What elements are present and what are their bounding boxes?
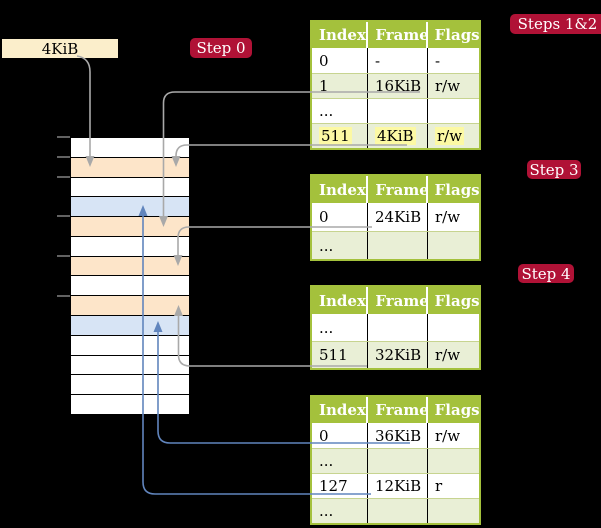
column-header-index: Index	[319, 26, 366, 44]
cell-index: 0	[319, 208, 329, 226]
memory-row	[71, 196, 189, 217]
cell-index: ...	[319, 452, 334, 470]
badge-step-4-label: Step 4	[521, 264, 571, 283]
column-header-frame: Frame	[366, 176, 426, 203]
memory-row	[71, 255, 189, 276]
cell-flags: r/w	[427, 423, 479, 448]
cell-frame	[367, 314, 427, 341]
table-row: ...	[312, 231, 479, 259]
badge-step-0-label: Step 0	[196, 39, 246, 57]
column-header-flags: Flags	[425, 287, 479, 314]
cell-index: 0	[319, 51, 329, 70]
cell-frame	[367, 499, 427, 523]
memory-row	[71, 216, 189, 236]
badge-step-0: Step 0	[190, 38, 252, 58]
cell-frame: 36KiB	[367, 423, 427, 448]
memory-tick-marks	[57, 136, 70, 297]
column-header-frame: Frame	[366, 397, 426, 423]
highlight: 4KiB	[375, 127, 416, 145]
page-table-2: Index Frame Flags 0 24KiB r/w ...	[310, 174, 481, 261]
root-table-pointer-label: 4KiB	[41, 39, 79, 58]
memory-row	[71, 295, 189, 316]
highlight: r/w	[435, 127, 465, 145]
root-table-pointer-box: 4KiB	[1, 38, 119, 59]
table-row-recursive-entry: 511 4KiB r/w	[312, 123, 479, 148]
cell-index: 511	[319, 346, 348, 364]
cell-flags: r/w	[427, 74, 479, 98]
table-header-row: Index Frame Flags	[312, 176, 479, 203]
table-row: 127 12KiB r	[312, 473, 479, 498]
cell-flags	[427, 232, 479, 259]
table-row: ...	[312, 498, 479, 523]
column-header-flags: Flags	[425, 22, 479, 48]
table-row: ...	[312, 448, 479, 473]
cell-flags: -	[427, 48, 479, 73]
table-header-row: Index Frame Flags	[312, 287, 479, 314]
memory-row	[71, 354, 189, 375]
cell-flags	[427, 449, 479, 473]
column-header-frame: Frame	[366, 22, 426, 48]
column-header-index: Index	[319, 401, 366, 419]
table-row: 1 16KiB r/w	[312, 73, 479, 98]
cell-flags: r/w	[427, 342, 479, 368]
column-header-flags: Flags	[425, 176, 479, 203]
table-row: 0 - -	[312, 48, 479, 73]
table-row: 0 36KiB r/w	[312, 423, 479, 448]
memory-row	[71, 374, 189, 395]
memory-row	[71, 235, 189, 256]
memory-row	[71, 334, 189, 355]
table-row: 0 24KiB r/w	[312, 203, 479, 231]
cell-index: 511	[312, 124, 367, 148]
cell-flags	[427, 314, 479, 341]
column-header-flags: Flags	[425, 397, 479, 423]
cell-frame	[367, 99, 427, 123]
physical-memory-stack	[70, 137, 190, 415]
memory-row	[71, 315, 189, 335]
cell-index: 127	[319, 477, 348, 495]
memory-row	[71, 394, 189, 414]
cell-index: 1	[319, 77, 329, 95]
page-table-1: Index Frame Flags 0 - - 1 16KiB r/w ... …	[310, 20, 481, 150]
column-header-frame: Frame	[366, 287, 426, 314]
cell-flags: r	[427, 474, 479, 498]
table-row: 511 32KiB r/w	[312, 341, 479, 368]
cell-frame	[367, 449, 427, 473]
cell-index: ...	[319, 318, 334, 337]
cell-flags: r/w	[427, 203, 479, 231]
table-row: ...	[312, 98, 479, 123]
highlight: 511	[319, 127, 352, 145]
cell-index: ...	[319, 102, 334, 120]
cell-index: 0	[319, 426, 329, 445]
column-header-index: Index	[319, 291, 366, 310]
memory-row	[71, 275, 189, 296]
cell-index: ...	[319, 236, 334, 255]
memory-row	[71, 138, 189, 157]
memory-row	[71, 156, 189, 177]
cell-frame: 12KiB	[367, 474, 427, 498]
table-header-row: Index Frame Flags	[312, 397, 479, 423]
badge-step-4: Step 4	[518, 264, 574, 283]
cell-frame: -	[367, 48, 427, 73]
badge-step-3: Step 3	[527, 160, 581, 179]
page-table-4: Index Frame Flags 0 36KiB r/w ... 127 12…	[310, 395, 481, 525]
cell-index: ...	[319, 502, 334, 520]
page-table-3: Index Frame Flags ... 511 32KiB r/w	[310, 285, 481, 370]
cell-flags	[427, 499, 479, 523]
column-header-index: Index	[319, 180, 366, 199]
cell-frame: 32KiB	[367, 342, 427, 368]
badge-step-3-label: Step 3	[529, 160, 579, 179]
table-row: ...	[312, 314, 479, 341]
memory-row	[71, 176, 189, 197]
cell-flags	[427, 99, 479, 123]
table-header-row: Index Frame Flags	[312, 22, 479, 48]
cell-frame: 16KiB	[367, 74, 427, 98]
cell-flags: r/w	[427, 124, 479, 148]
cell-frame: 4KiB	[367, 124, 427, 148]
cell-frame	[367, 232, 427, 259]
badge-steps-1-2: Steps 1&2	[510, 14, 601, 34]
badge-steps-1-2-label: Steps 1&2	[517, 15, 598, 33]
cell-frame: 24KiB	[367, 203, 427, 231]
